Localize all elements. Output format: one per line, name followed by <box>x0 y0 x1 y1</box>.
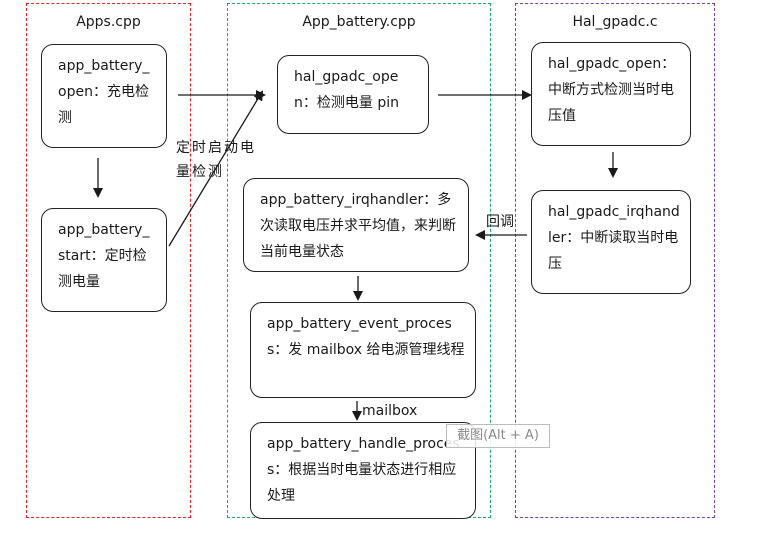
node-hal-gpadc-open-pin: hal_gpadc_open：检测电量 pin <box>277 55 429 134</box>
node-app-battery-open: app_battery_open：充电检测 <box>41 44 167 148</box>
edge-start-to-gpadc-open <box>168 90 264 247</box>
node-hal-gpadc-open-interrupt: hal_gpadc_open：中断方式检测当时电压值 <box>531 42 691 146</box>
node-hal-gpadc-irqhandler: hal_gpadc_irqhandler：中断读取当时电压 <box>531 190 691 294</box>
swimlane-apps: Apps.cpp <box>26 3 191 518</box>
edge-label-mailbox: mailbox <box>362 403 418 419</box>
lane-title-hal-gpadc: Hal_gpadc.c <box>572 14 658 30</box>
node-app-battery-irqhandler: app_battery_irqhandler：多次读取电压并求平均值，来判断当前… <box>243 178 469 272</box>
node-app-battery-start: app_battery_start：定时检测电量 <box>41 208 167 312</box>
swimlane-hal-gpadc: Hal_gpadc.c <box>515 3 715 518</box>
node-app-battery-handle-process: app_battery_handle_process：根据当时电量状态进行相应处… <box>250 422 476 519</box>
lane-title-app-battery: App_battery.cpp <box>302 14 416 30</box>
lane-title-apps: Apps.cpp <box>76 14 141 30</box>
node-app-battery-event-process: app_battery_event_process：发 mailbox 给电源管… <box>250 302 476 398</box>
edge-label-timer-start: 定时启动电量检测 <box>176 140 256 180</box>
edge-label-callback: 回调 <box>486 214 514 230</box>
screenshot-hint-tooltip: 截图(Alt + A) <box>446 424 550 448</box>
